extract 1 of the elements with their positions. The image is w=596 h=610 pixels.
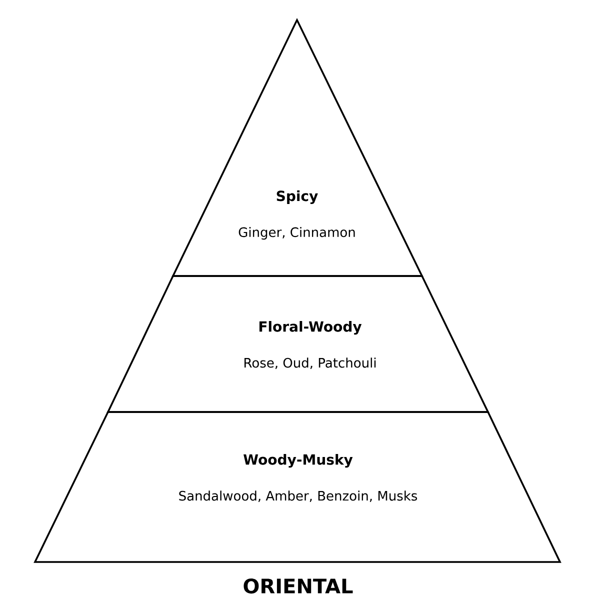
title: ORIENTAL <box>244 578 353 594</box>
